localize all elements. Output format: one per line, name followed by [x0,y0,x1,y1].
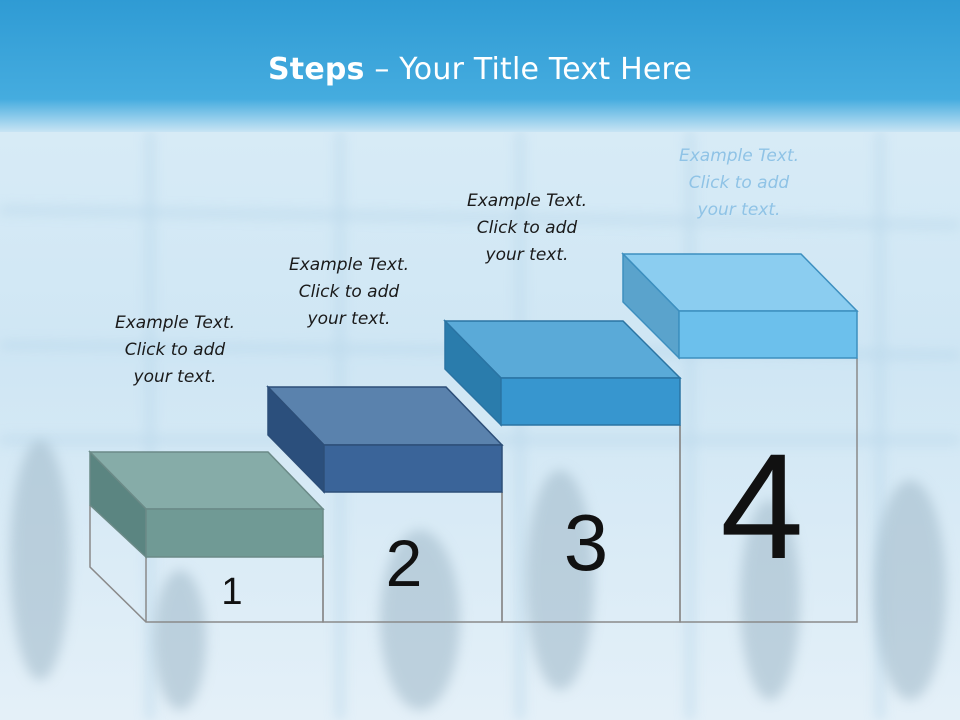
step-1-text-line-1: Example Text. [114,313,236,333]
step-2-text-line-1: Example Text. [288,255,410,275]
step-2-number: 2 [386,526,423,600]
step-2-text[interactable]: Example Text. Click to add your text. [254,252,444,333]
step-3-text-line-2: Click to add [476,218,578,238]
step-1-block[interactable] [88,450,325,559]
step-4-text-line-3: your text. [697,200,781,220]
step-outlines [89,358,858,623]
step-2-text-line-3: your text. [307,309,391,329]
step-3-text-line-3: your text. [485,245,569,265]
step-4-text-line-1: Example Text. [678,146,800,166]
step-4-number: 4 [720,422,803,590]
title-bold-part: Steps [267,52,365,87]
step-2-front [323,444,503,493]
step-1-front [145,508,324,558]
step-1-text-line-3: your text. [133,367,217,387]
step-3-number: 3 [564,498,609,587]
step-1-text[interactable]: Example Text. Click to add your text. [80,310,270,391]
step-4-front [678,310,858,359]
step-1-number: 1 [221,571,242,613]
slide-title[interactable]: Steps – Your Title Text Here [0,52,960,87]
title-rest-part: – Your Title Text Here [364,52,693,87]
step-4-text-line-2: Click to add [688,173,790,193]
step-3-front [500,377,681,426]
step-3-block[interactable] [443,319,682,427]
step-1-text-line-2: Click to add [124,340,226,360]
step-2-text-line-2: Click to add [298,282,400,302]
step-3-text[interactable]: Example Text. Click to add your text. [432,188,622,269]
step-2-block[interactable] [266,385,504,494]
step-4-block[interactable] [621,252,859,360]
step-3-text-line-1: Example Text. [466,191,588,211]
step-4-outline [679,358,858,623]
step-4-text[interactable]: Example Text. Click to add your text. [644,143,834,224]
